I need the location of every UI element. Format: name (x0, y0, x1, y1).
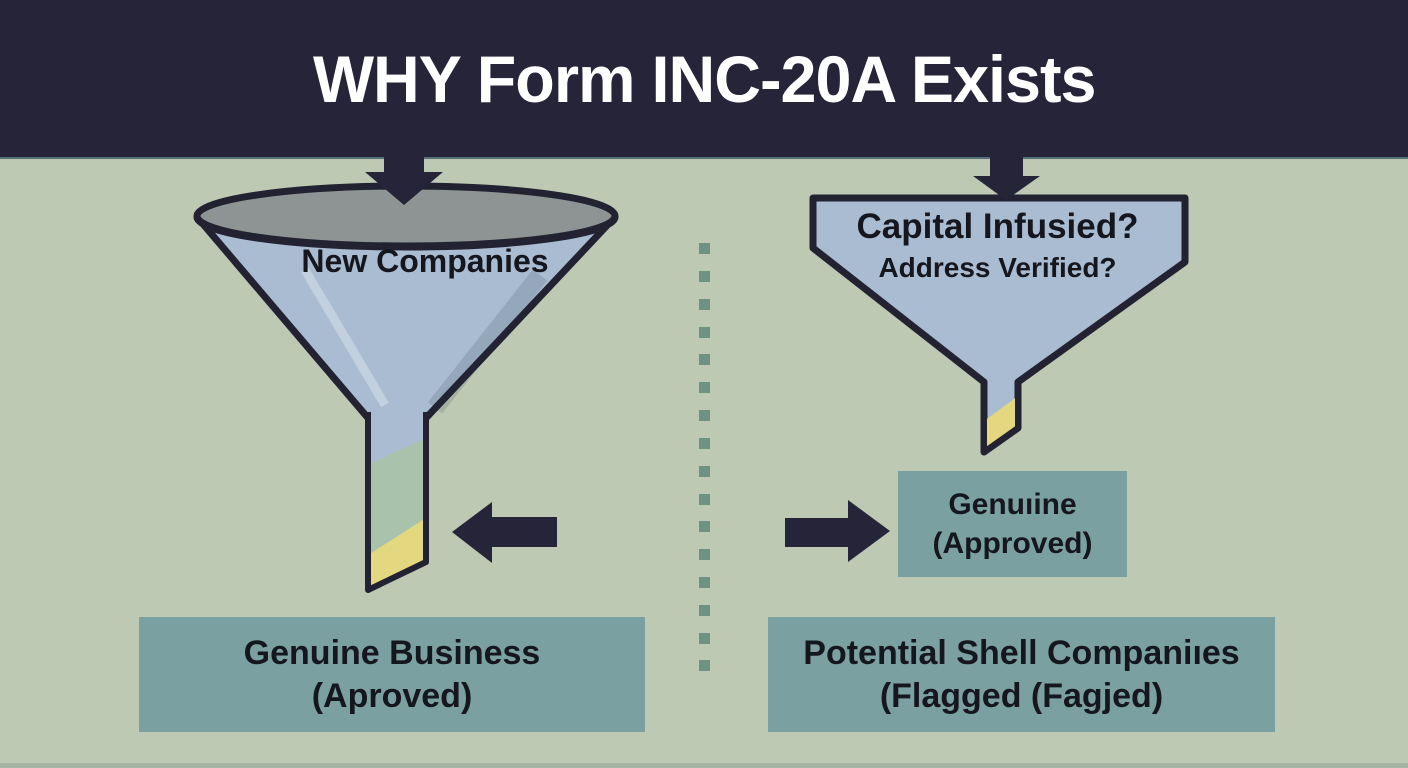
down-arrow-icon-left (365, 146, 443, 205)
dashed-divider (699, 243, 710, 671)
capital-infused-question: Capital Infusied? (856, 207, 1139, 246)
page-title: WHY Form INC-20A Exists (312, 41, 1097, 116)
left-arrow-icon (452, 502, 557, 563)
address-verified-question: Address Verified? (878, 252, 1117, 284)
shell-companies-line1: Potential Shell Companiıes (803, 634, 1240, 672)
genuine-approved-line1: Genuıine (948, 488, 1077, 521)
genuine-business-box: Genuine Business (Aproved) (139, 617, 645, 732)
funnel-icon (193, 182, 619, 593)
bottom-edge-strip (0, 763, 1408, 768)
down-arrow-icon-right (973, 146, 1040, 200)
shell-companies-line2: (Flagged (Fagjed) (879, 676, 1164, 715)
right-arrow-icon (785, 500, 890, 562)
genuine-approved-line2: (Approved) (932, 527, 1093, 560)
hopper-questions-label: Capital Infusied? Address Verified? (825, 206, 1170, 284)
genuine-approved-box: Genuıine (Approved) (898, 471, 1127, 577)
new-companies-label: New Companies (301, 243, 549, 279)
header-divider-line (0, 157, 1408, 159)
header-banner: WHY Form INC-20A Exists (0, 0, 1408, 157)
genuine-business-line2: (Aproved) (311, 676, 473, 715)
shell-companies-box: Potential Shell Companiıes (Flagged (Fag… (768, 617, 1275, 732)
genuine-business-line1: Genuine Business (243, 634, 541, 672)
hopper-icon (809, 194, 1189, 456)
